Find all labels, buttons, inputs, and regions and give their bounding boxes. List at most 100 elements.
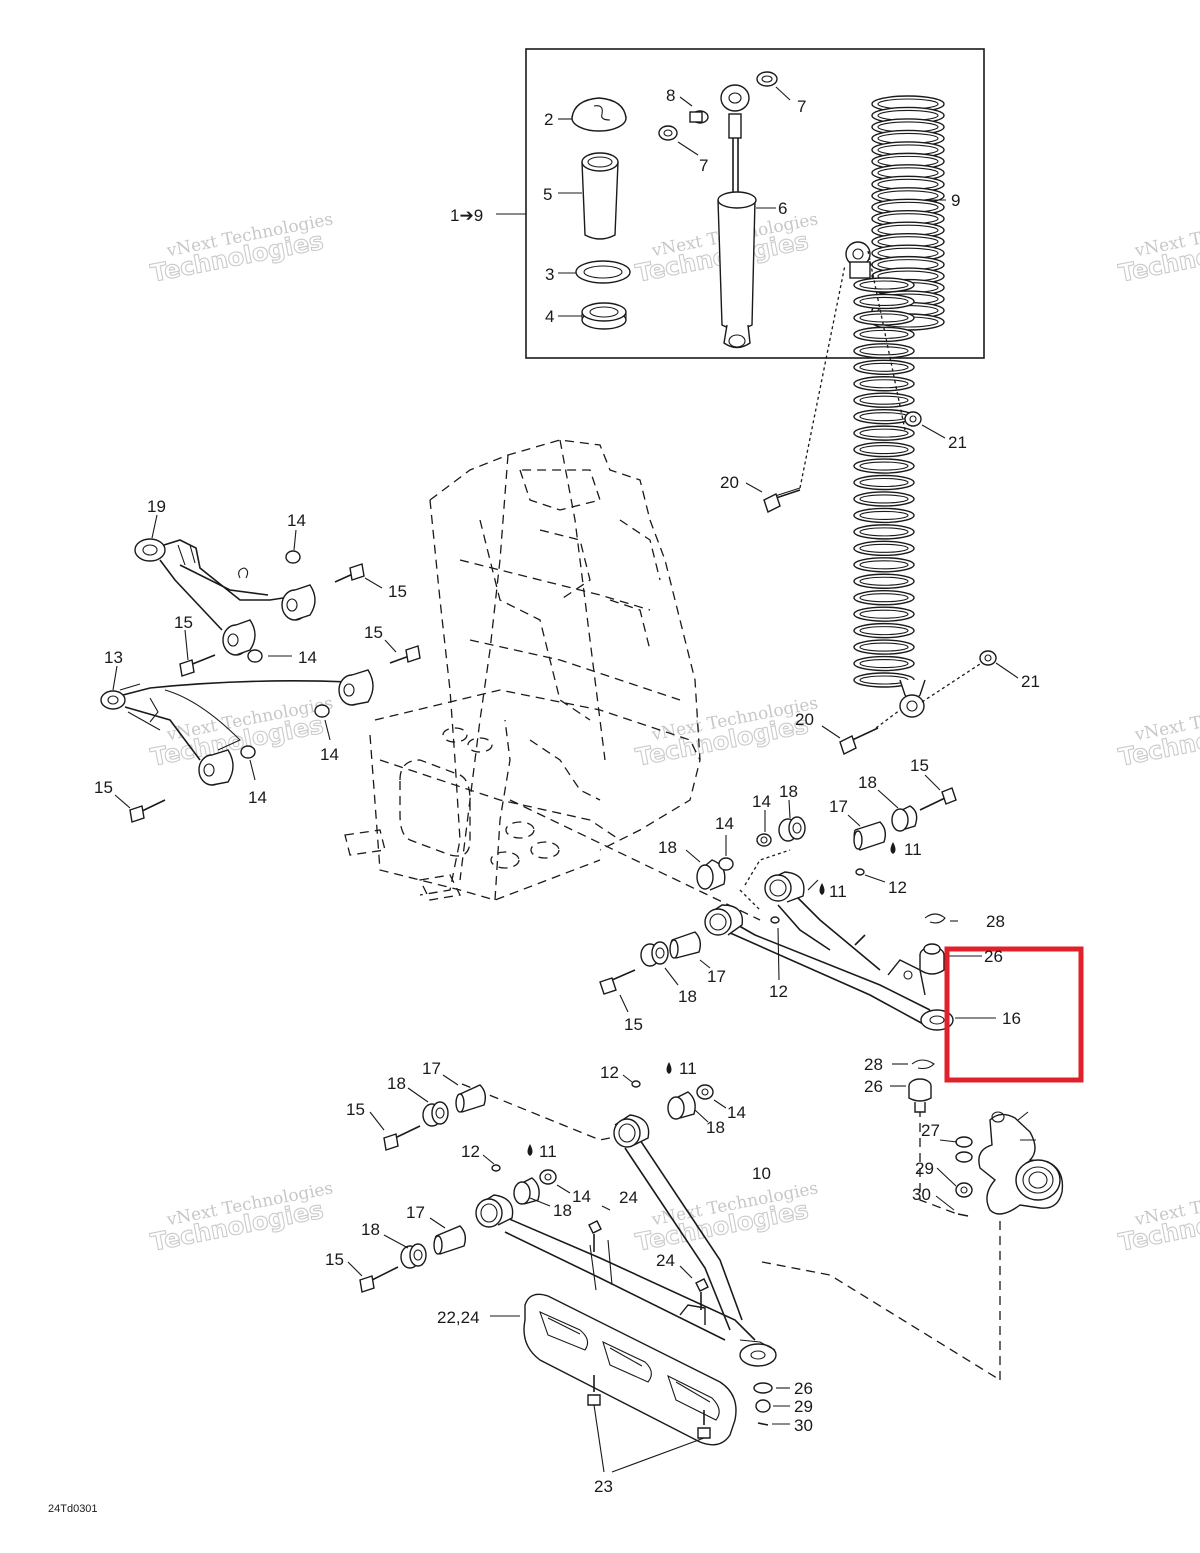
callout-label: 9 xyxy=(951,191,960,210)
bushing-pivot-upper-rear[interactable] xyxy=(764,871,805,903)
oil-drop-icon xyxy=(890,842,896,854)
callout-label: 15 xyxy=(364,623,383,642)
callout-label: 27 xyxy=(921,1121,940,1140)
circlip-part-28-upper[interactable] xyxy=(924,913,946,924)
nut-14-small-d[interactable] xyxy=(240,745,256,759)
callout-label: 14 xyxy=(298,648,317,667)
callout-label: 28 xyxy=(864,1055,883,1074)
bolt-24-b[interactable] xyxy=(695,1278,709,1310)
washer-part-4[interactable] xyxy=(581,302,627,330)
bolt-15-b[interactable] xyxy=(179,654,216,677)
sleeve-17-a[interactable] xyxy=(853,821,887,851)
shock-coil-turn xyxy=(859,379,909,389)
bushing-14-upper-b[interactable] xyxy=(222,619,256,656)
bushing-18-h[interactable] xyxy=(400,1243,427,1269)
lower-link-part-13[interactable] xyxy=(100,680,351,761)
sleeve-17-c[interactable] xyxy=(455,1084,487,1113)
bolt-15-d[interactable] xyxy=(129,799,166,823)
grease-fitting-12-c[interactable] xyxy=(631,1080,641,1088)
bushing-18-f[interactable] xyxy=(667,1091,696,1120)
grease-fitting-12-a[interactable] xyxy=(855,868,865,876)
shock-coil-turn xyxy=(853,655,915,672)
coil-spring-part-9[interactable] xyxy=(871,95,945,331)
grease-fitting-12-b[interactable] xyxy=(770,916,780,924)
bolt-24-a[interactable] xyxy=(588,1220,602,1252)
bolt-15-g[interactable] xyxy=(383,1125,421,1151)
bolt-15-e[interactable] xyxy=(919,787,957,811)
nut-14-small-b[interactable] xyxy=(247,649,263,663)
callout-label: 18 xyxy=(361,1220,380,1239)
bushing-14-upper-a[interactable] xyxy=(281,584,316,621)
bushing-pivot-lower-rear[interactable] xyxy=(613,1114,650,1148)
callout-label: 12 xyxy=(769,982,788,1001)
callout-label: 21 xyxy=(948,433,967,452)
shock-coil-turn xyxy=(853,540,915,557)
front-shock-absorber[interactable] xyxy=(845,241,926,718)
circlip-part-28-lower[interactable] xyxy=(911,1059,935,1070)
nut-14-f[interactable] xyxy=(718,857,734,871)
nut-14-small-c[interactable] xyxy=(314,704,330,718)
bushing-18-d[interactable] xyxy=(640,941,669,967)
nut-14-e[interactable] xyxy=(756,833,772,847)
lower-a-arm-part-10[interactable] xyxy=(499,1139,777,1367)
bushing-pivot-upper-front[interactable] xyxy=(704,904,744,936)
bolt-part-20-upper[interactable] xyxy=(763,487,801,513)
shock-coil-turn xyxy=(853,573,915,589)
cotter-pin-part-30-a[interactable] xyxy=(957,1213,969,1217)
bushing-18-c[interactable] xyxy=(891,805,918,832)
callout-label: 12 xyxy=(461,1142,480,1161)
washer-26-c[interactable] xyxy=(753,1382,773,1394)
bushing-part-7-lower[interactable] xyxy=(658,125,678,141)
bolt-23-b[interactable] xyxy=(697,1410,711,1439)
shock-coil-turn xyxy=(853,491,915,507)
bushing-pivot-lower-front[interactable] xyxy=(475,1194,514,1228)
callout-label: 15 xyxy=(325,1250,344,1269)
sleeve-17-b[interactable] xyxy=(669,931,702,959)
ball-joint-part-26-upper[interactable] xyxy=(919,943,945,975)
bolt-23-a[interactable] xyxy=(587,1375,601,1406)
bushing-18-a[interactable] xyxy=(696,859,726,891)
bushing-18-b[interactable] xyxy=(778,816,806,842)
sleeve-17-d[interactable] xyxy=(433,1225,467,1255)
bolt-15-f[interactable] xyxy=(599,969,636,995)
bushing-14-lower-a[interactable] xyxy=(338,669,374,706)
shock-coil-turn xyxy=(859,395,909,405)
bushing-18-g[interactable] xyxy=(513,1177,540,1205)
skid-plate-part-22[interactable] xyxy=(523,1293,737,1446)
shock-coil-turn xyxy=(859,626,909,636)
nut-14-h[interactable] xyxy=(539,1169,557,1185)
callout-label: 28 xyxy=(986,912,1005,931)
spring-seat-part-2[interactable] xyxy=(571,97,627,132)
nut-part-21-upper[interactable] xyxy=(904,411,922,427)
shock-coil-turn xyxy=(853,590,915,606)
shock-absorber-part-6[interactable] xyxy=(717,84,757,349)
bolt-15-a[interactable] xyxy=(334,563,365,583)
bushing-14-lower-b[interactable] xyxy=(198,749,234,786)
shock-coil-turn xyxy=(853,606,915,622)
callout-label: 22,24 xyxy=(437,1308,480,1327)
steering-knuckle-part-27[interactable] xyxy=(978,1111,1064,1215)
shock-coil-turn xyxy=(859,296,909,307)
sleeve-part-5[interactable] xyxy=(581,152,619,240)
bolt-15-h[interactable] xyxy=(359,1266,399,1293)
ball-joint-part-26-lower[interactable] xyxy=(908,1078,932,1113)
bolt-part-20-lower[interactable] xyxy=(839,727,879,755)
washer-part-27[interactable] xyxy=(955,1136,973,1163)
grease-fitting-12-d[interactable] xyxy=(491,1164,501,1172)
callout-labels: 1➔9 2 5 3 4 8 7 7 6 9 21 20 21 20 19 14 … xyxy=(48,86,1040,1515)
nut-part-21-lower[interactable] xyxy=(979,650,997,666)
shock-coil-turn xyxy=(859,560,909,570)
bolt-15-c[interactable] xyxy=(389,645,421,664)
nut-part-29-a[interactable] xyxy=(955,1182,973,1198)
bushing-18-e[interactable] xyxy=(422,1101,449,1127)
bushing-part-8[interactable] xyxy=(689,110,709,124)
nut-14-small-a[interactable] xyxy=(285,550,301,564)
nut-29-b[interactable] xyxy=(755,1399,771,1413)
nut-14-g[interactable] xyxy=(696,1084,714,1100)
ring-part-3[interactable] xyxy=(575,260,631,284)
upper-link-part-19[interactable] xyxy=(134,538,284,631)
cotter-pin-30-b[interactable] xyxy=(757,1422,769,1426)
callout-label: 16 xyxy=(1002,1009,1021,1028)
upper-a-arm-part-16[interactable] xyxy=(719,889,954,1031)
bushing-part-7-upper[interactable] xyxy=(756,71,778,87)
